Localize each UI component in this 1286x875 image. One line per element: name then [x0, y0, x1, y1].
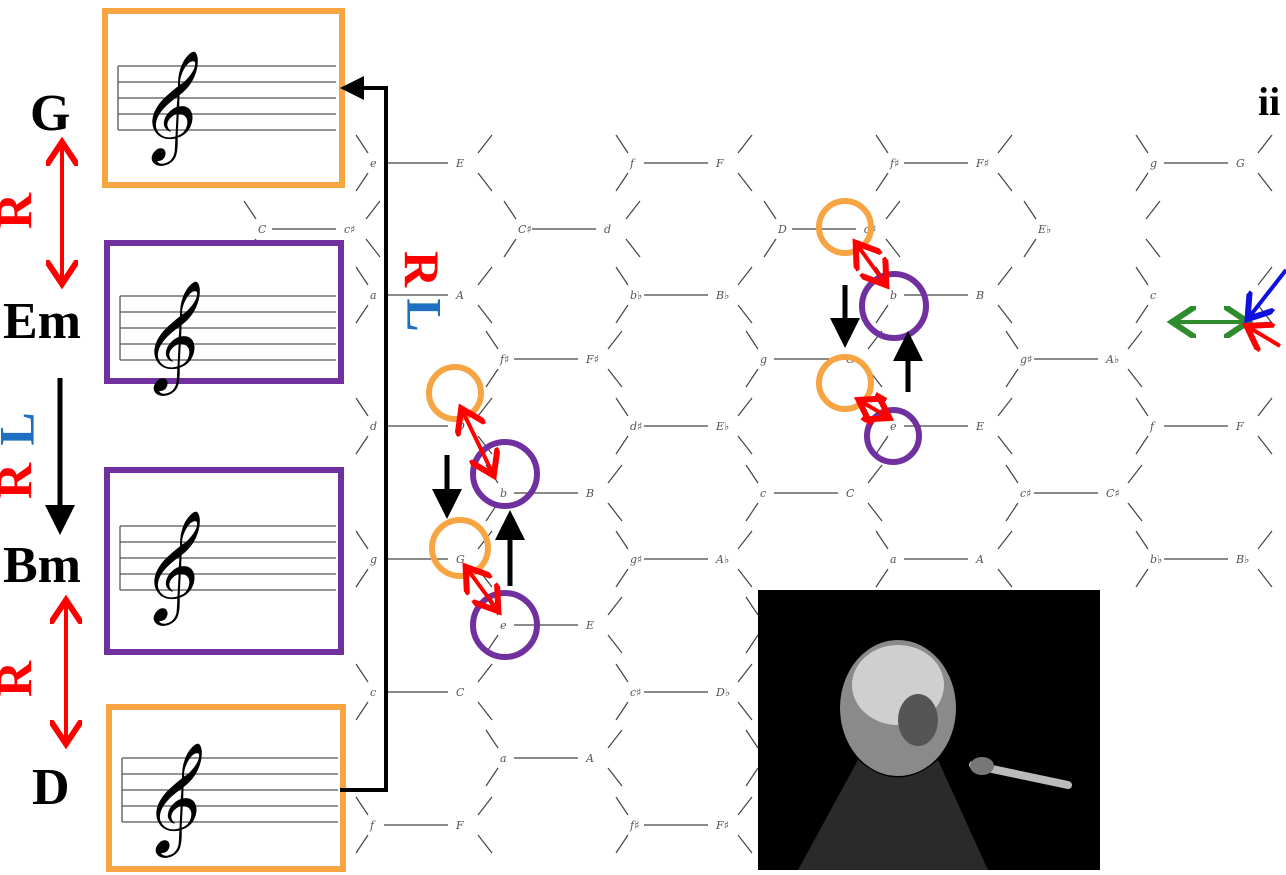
r-arrow-mid-2: [862, 402, 886, 416]
circle-d-mid: [819, 201, 871, 253]
circle-g-left: [432, 520, 488, 576]
circle-e-left: [473, 593, 537, 657]
blue-arrow: [1250, 270, 1286, 316]
red-arrow-right: [1250, 328, 1280, 346]
circle-d-left: [429, 367, 481, 419]
performer-photo: [758, 590, 1100, 870]
circle-e-mid: [867, 410, 919, 462]
circle-b-mid: [862, 274, 926, 338]
r-arrow-mid-1: [858, 246, 884, 282]
rl-connector-arrow: [340, 88, 386, 790]
